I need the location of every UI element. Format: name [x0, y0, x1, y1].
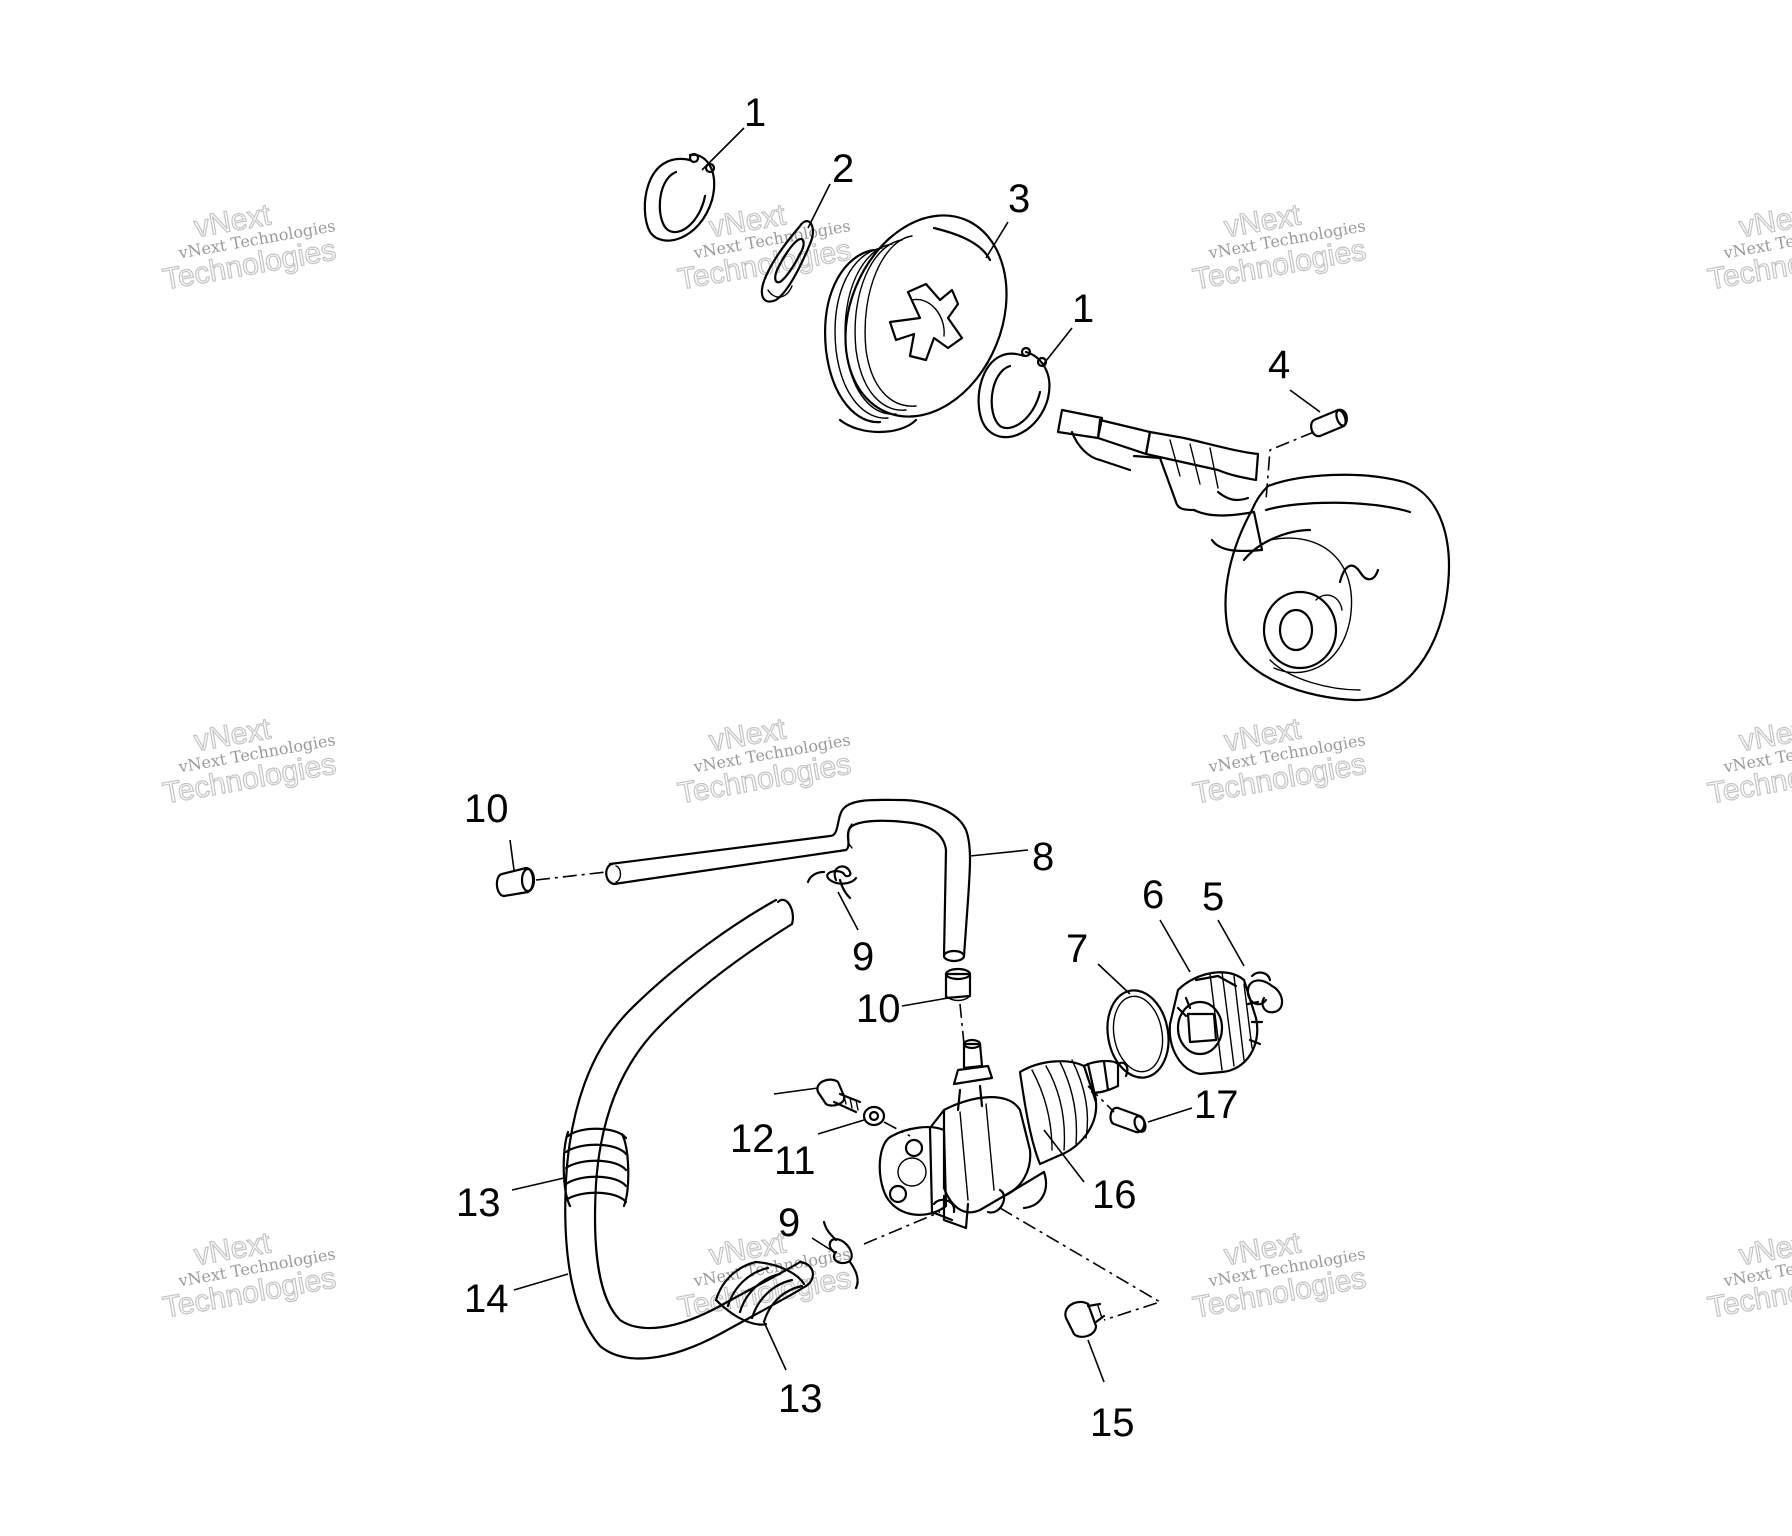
part-10-plug-center: [944, 967, 972, 1002]
callouts: 1 2 3 1 4 10 8 5 6 7 9 10 17 12 11 16 13…: [456, 91, 1290, 1445]
callout-12: 12: [730, 1117, 775, 1161]
part-10-plug-left: [495, 866, 536, 898]
part-16-oil-pump: [878, 1038, 1129, 1230]
part-9-clamp-top: [806, 865, 858, 900]
part-6-gear: [1168, 971, 1264, 1076]
watermark-8: vNext vNext Technologies Technologies: [1705, 712, 1792, 811]
part-7-o-ring: [1106, 989, 1170, 1079]
pin-guide-line-17: [1087, 1085, 1115, 1113]
watermark-7: vNext vNext Technologies Technologies: [1190, 712, 1369, 811]
bolt-guide-line: [883, 1121, 911, 1137]
part-11-washer: [862, 1105, 886, 1127]
callout-11: 11: [774, 1139, 816, 1183]
callout-9-lower: 9: [778, 1201, 800, 1245]
part-1-circlip-left: [643, 152, 716, 242]
callout-4: 4: [1268, 343, 1290, 387]
callout-15: 15: [1090, 1401, 1135, 1445]
watermark-9: vNext vNext Technologies Technologies: [160, 1226, 339, 1325]
screw-guide-line: [999, 1207, 1162, 1321]
part-12-bolt: [816, 1078, 862, 1114]
part-15-screw: [1064, 1300, 1106, 1338]
callout-1-right: 1: [1072, 287, 1094, 331]
callout-5: 5: [1202, 875, 1224, 919]
callout-10-center: 10: [856, 987, 901, 1031]
pin-guide-line: [1265, 431, 1315, 501]
leader-lines: [509, 127, 1321, 1383]
callout-3: 3: [1008, 177, 1030, 221]
callout-13-upper: 13: [456, 1181, 501, 1225]
part-17-pin: [1109, 1106, 1147, 1134]
watermark-5: vNext vNext Technologies Technologies: [160, 712, 339, 811]
callout-9-top: 9: [852, 935, 874, 979]
part-13-clamp-upper: [562, 1127, 630, 1208]
part-2-washer: [760, 220, 815, 303]
callout-1-top: 1: [744, 91, 766, 135]
plug-guide-line-left: [535, 871, 607, 881]
callout-14: 14: [464, 1277, 509, 1321]
part-3-pulley: [824, 214, 1008, 434]
part-13-clamp-lower: [714, 1260, 806, 1326]
callout-13-lower: 13: [778, 1377, 823, 1421]
watermarks: vNext vNext Technologies Technologies vN…: [160, 198, 1792, 1325]
callout-10-left: 10: [464, 787, 509, 831]
part-5-clip: [1246, 971, 1284, 1014]
callout-7: 7: [1066, 927, 1088, 971]
callout-17: 17: [1194, 1083, 1239, 1127]
watermark-2: vNext vNext Technologies Technologies: [675, 198, 854, 297]
watermark-6: vNext vNext Technologies Technologies: [675, 712, 854, 811]
callout-6: 6: [1142, 873, 1164, 917]
part-4-pin: [1310, 408, 1348, 438]
watermark-4: vNext vNext Technologies Technologies: [1705, 198, 1792, 297]
part-9-clamp-lower: [822, 1220, 859, 1290]
watermark-11: vNext vNext Technologies Technologies: [1190, 1226, 1369, 1325]
watermark-3: vNext vNext Technologies Technologies: [1190, 198, 1369, 297]
hose-guide-line: [863, 1211, 941, 1245]
crankshaft: [1056, 408, 1450, 702]
part-8-hose: [605, 798, 972, 963]
callout-2: 2: [832, 147, 854, 191]
watermark-12: vNext vNext Technologies Technologies: [1705, 1226, 1792, 1325]
part-14-hose: [564, 898, 814, 1360]
plug-guide-line-center: [959, 1003, 965, 1045]
callout-8: 8: [1032, 835, 1054, 879]
callout-16: 16: [1092, 1173, 1137, 1217]
watermark-1: vNext vNext Technologies Technologies: [160, 198, 339, 297]
